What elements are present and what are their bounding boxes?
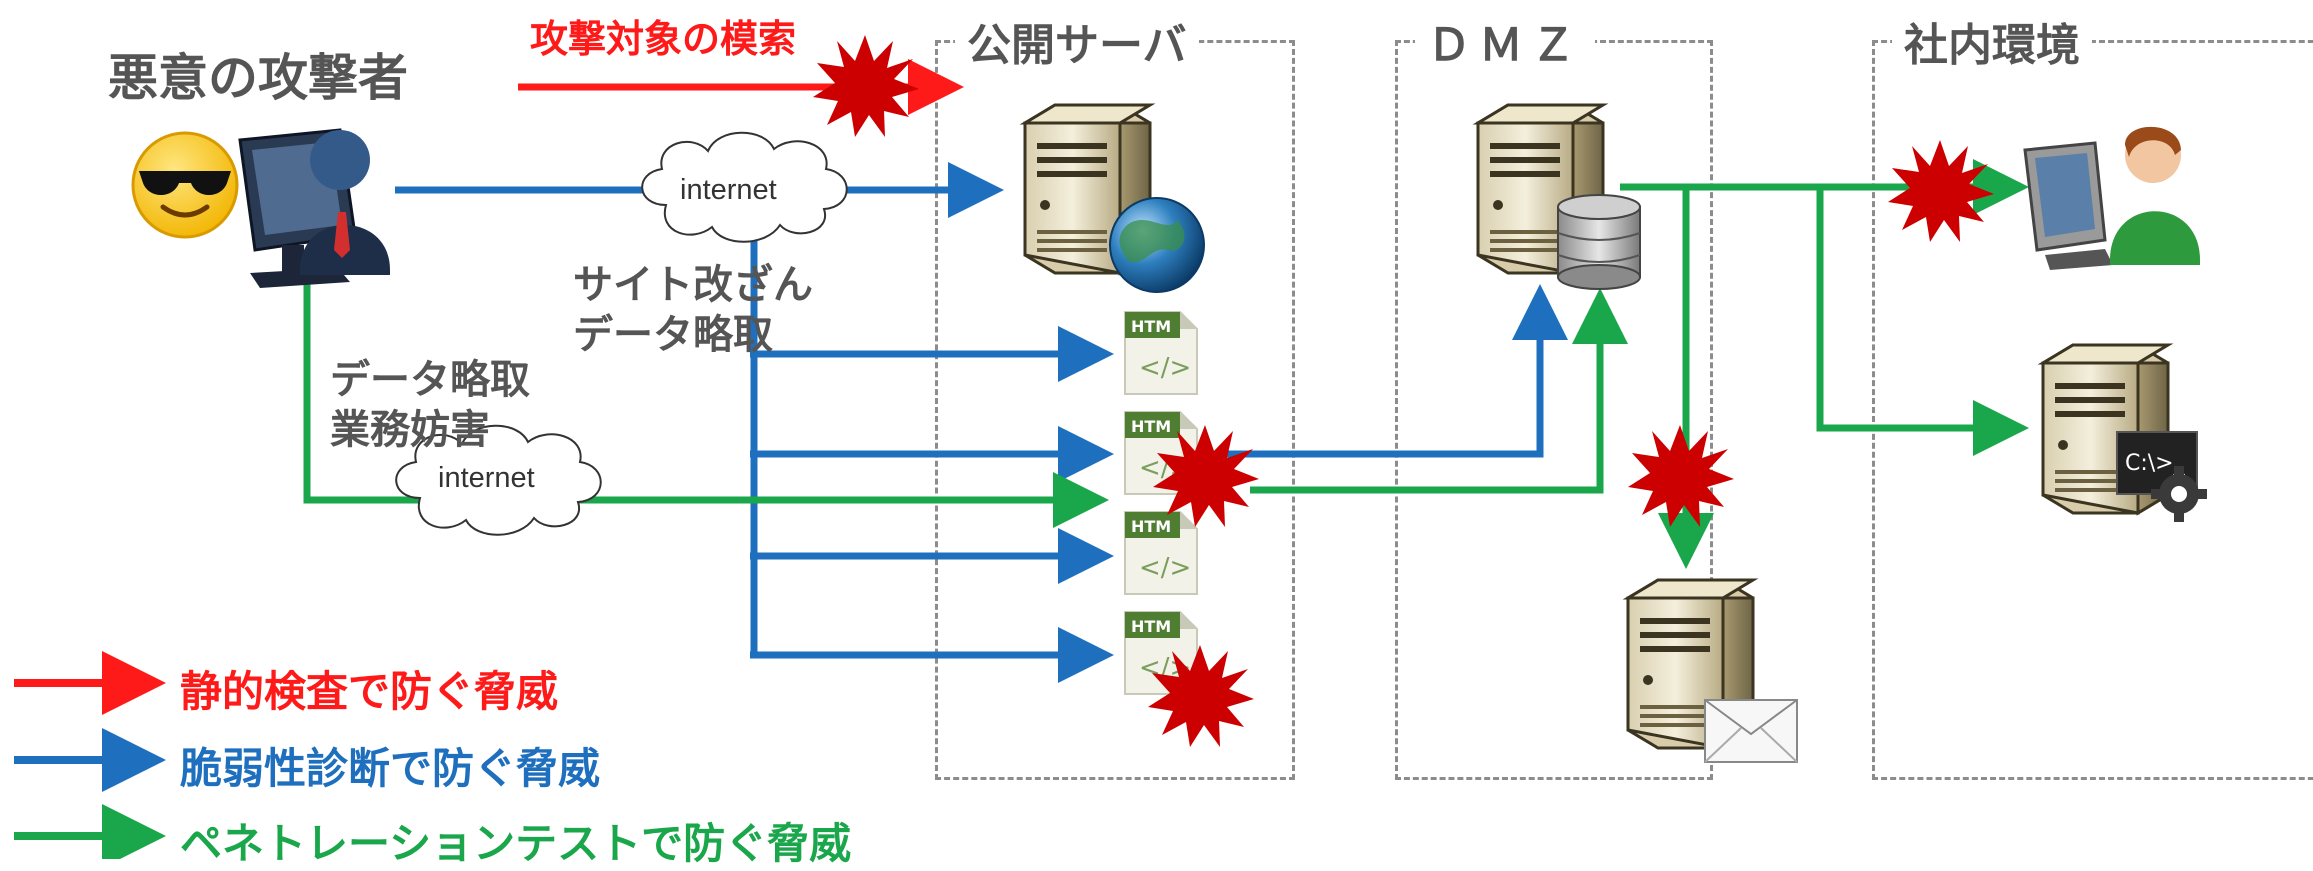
threat-label-tamper: サイト改ざん bbox=[573, 262, 813, 308]
employee-pc-icon bbox=[2023, 126, 2200, 270]
legend-penetration-test: ペネトレーションテストで防ぐ脅威 bbox=[180, 819, 852, 868]
explosion-icon-employee bbox=[1888, 140, 1994, 242]
internal-zone-title: 社内環境 bbox=[1892, 20, 2092, 72]
dmz-zone-title: ＤＭＺ bbox=[1415, 20, 1595, 72]
internet-label-bottom: internet bbox=[438, 462, 535, 494]
internet-label-top: internet bbox=[680, 174, 777, 206]
internal-zone bbox=[1872, 40, 2313, 780]
blue-arrow-to-database bbox=[1200, 284, 1568, 458]
database-icon bbox=[1557, 194, 1641, 290]
attacker-label: 悪意の攻撃者 bbox=[108, 49, 408, 107]
html-file-icon-1 bbox=[1124, 311, 1198, 395]
legend-vulnerability-assessment: 脆弱性診断で防ぐ脅威 bbox=[180, 744, 601, 793]
threat-label-data-theft-green: データ略取 bbox=[330, 357, 530, 403]
green-attack-path bbox=[303, 283, 1109, 528]
attacker-pc-icon bbox=[238, 128, 390, 288]
explosion-icon-mailserver bbox=[1628, 425, 1734, 527]
green-arrow-to-admin-server bbox=[1816, 187, 2029, 456]
public-server-zone-title: 公開サーバ bbox=[955, 20, 1199, 72]
html-file-icon-3 bbox=[1124, 511, 1198, 595]
legend-static-inspection: 静的検査で防ぐ脅威 bbox=[180, 667, 559, 716]
sunglasses-emoji-icon bbox=[131, 131, 239, 239]
green-arrow-to-database bbox=[1250, 288, 1628, 494]
terminal-gear-icon: C:\>_ bbox=[2116, 431, 2207, 522]
threat-label-data-theft-blue: データ略取 bbox=[573, 312, 773, 358]
threat-label-disruption: 業務妨害 bbox=[330, 407, 490, 453]
globe-icon bbox=[1109, 197, 1205, 293]
envelope-icon bbox=[1704, 699, 1798, 763]
static-scan-label: 攻撃対象の模索 bbox=[530, 17, 797, 61]
